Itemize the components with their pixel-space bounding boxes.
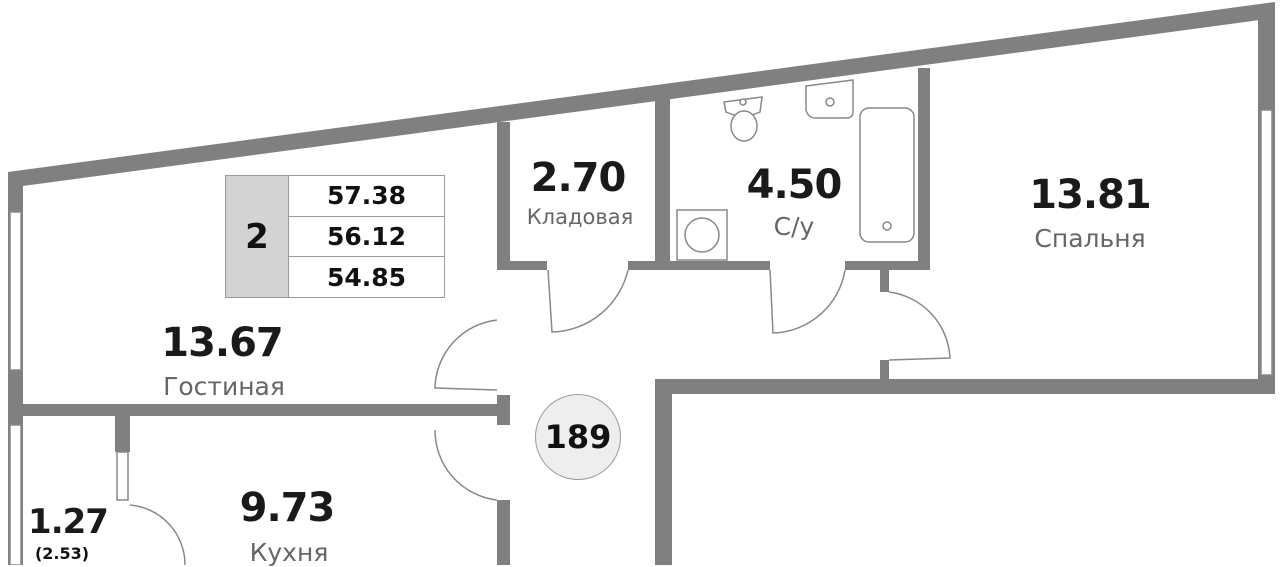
bathtub-drain-icon — [882, 221, 892, 231]
bedroom-area: 13.81 — [1029, 172, 1152, 218]
bedroom-jamb-2 — [880, 360, 889, 380]
living-area-total: 54.85 — [288, 256, 444, 298]
living-room-area: 13.67 — [161, 320, 284, 366]
door-balcony — [129, 504, 186, 565]
kitchen-stub — [115, 416, 130, 452]
apartment-summary-table: 2 57.38 56.12 54.85 — [225, 175, 445, 298]
door-kitchen — [434, 429, 498, 501]
bath-bedroom-wall — [918, 68, 930, 268]
door-bath — [769, 269, 846, 334]
storage-bath-wall — [655, 98, 670, 268]
living-kitchen-wall — [8, 404, 498, 416]
total-area: 57.38 — [288, 176, 444, 216]
storage-wall-b — [628, 261, 770, 270]
bath-wall — [845, 261, 930, 270]
bathroom-name: С/у — [773, 212, 815, 241]
window-living — [9, 211, 22, 371]
door-living — [434, 319, 498, 391]
window-balcony — [9, 424, 22, 565]
windows — [9, 109, 1273, 565]
corridor-right-wall — [655, 379, 672, 565]
bedroom-bottom-wall — [655, 379, 1275, 394]
bathtub-icon — [859, 107, 915, 243]
storage-left-wall — [497, 122, 510, 268]
window-kitchen — [116, 451, 129, 501]
corridor-left-wall — [497, 500, 510, 565]
fixtures — [676, 79, 915, 261]
storage-wall-a — [497, 261, 547, 270]
kitchen-area: 9.73 — [239, 485, 336, 531]
room-count: 2 — [226, 176, 288, 297]
corridor-stub — [497, 395, 510, 425]
area-reduced: 56.12 — [288, 215, 444, 257]
living-room-name: Гостиная — [163, 372, 285, 401]
storage-name: Кладовая — [526, 205, 634, 229]
bedroom-jamb — [880, 270, 889, 292]
balcony-area: 1.27 — [28, 502, 109, 542]
kitchen-name: Кухня — [249, 538, 329, 567]
top-outer-wall — [8, 2, 1275, 188]
bathroom-area: 4.50 — [746, 162, 843, 208]
walls — [8, 2, 1275, 565]
sink-drain-icon — [825, 97, 835, 107]
washing-machine-drum-icon — [684, 217, 720, 253]
window-bedroom — [1260, 109, 1273, 376]
apartment-number-badge: 189 — [535, 394, 621, 480]
door-storage — [547, 269, 629, 333]
balcony-full-area: (2.53) — [34, 544, 90, 563]
bedroom-name: Спальня — [1034, 224, 1146, 253]
toilet-button-icon — [739, 98, 747, 106]
doors — [129, 269, 951, 565]
toilet-bowl-icon — [730, 110, 758, 142]
door-bedroom — [888, 291, 951, 361]
storage-area: 2.70 — [530, 155, 627, 201]
